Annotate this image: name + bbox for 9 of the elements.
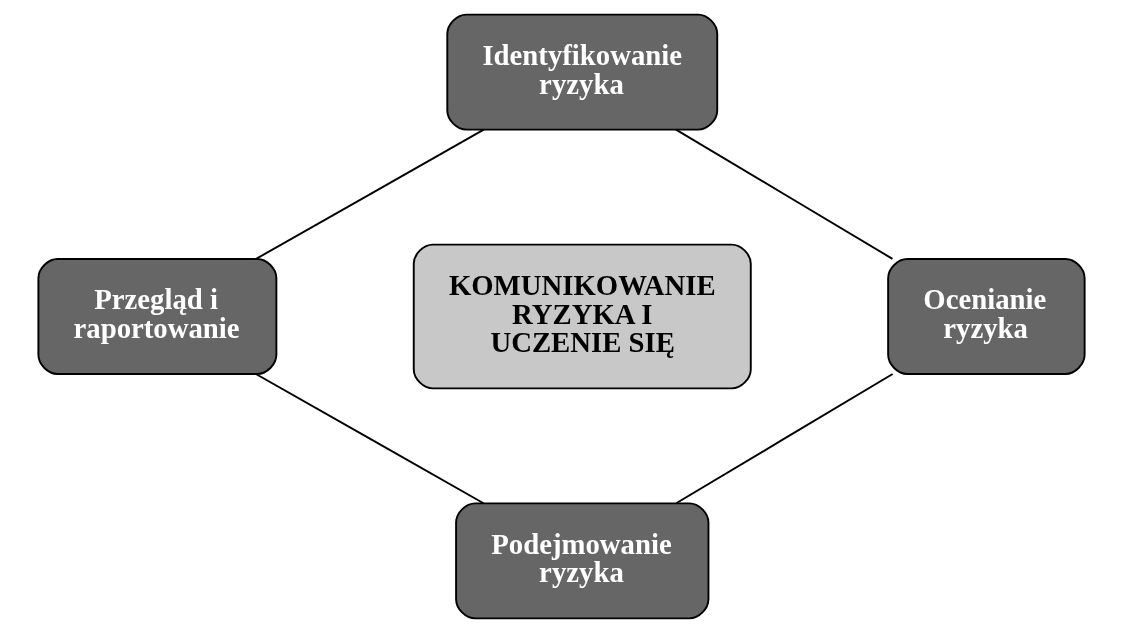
- node-box: Przegląd i raportowanie: [36, 258, 277, 375]
- connector: [674, 128, 893, 260]
- connector: [674, 373, 894, 505]
- node-box: Podejmowanie ryzyka: [454, 502, 709, 620]
- node-box: Identyfikowanie ryzyka: [445, 13, 718, 131]
- connector: [254, 128, 485, 260]
- node-box: Ocenianie ryzyka: [886, 258, 1086, 375]
- node-box: KOMUNIKOWANIE RYZYKA I UCZENIE SIĘ: [412, 243, 752, 390]
- connector: [254, 373, 484, 505]
